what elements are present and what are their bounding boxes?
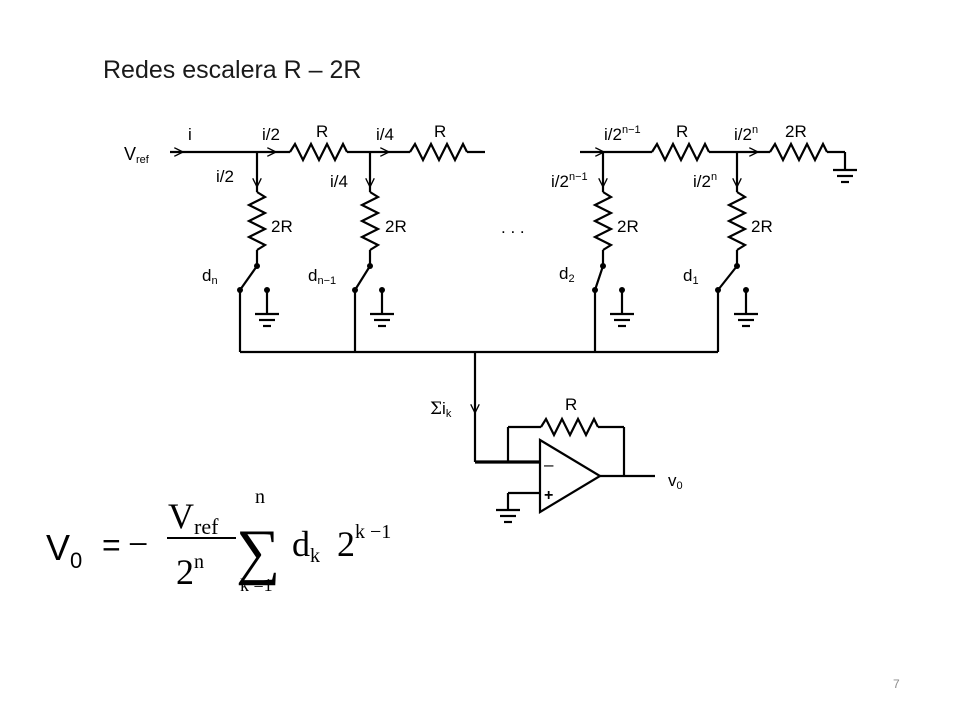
- current-arrows: [170, 152, 757, 412]
- resistor-R-2: [409, 141, 468, 163]
- resistor-2R-4-label: 2R: [751, 217, 773, 236]
- resistor-2R-termination: [769, 141, 828, 163]
- switch-dn: [239, 265, 258, 291]
- resistor-2R-2-label: 2R: [385, 217, 407, 236]
- switch-dn1-label: dn−1: [308, 266, 336, 287]
- resistor-R-1-label: R: [316, 122, 328, 141]
- current-i4-top-label: i/4: [376, 125, 394, 144]
- current-2n-branch-label: i/2n: [693, 171, 717, 191]
- equation-denominator: 2n: [176, 551, 204, 592]
- switch-dn-label: dn: [202, 266, 218, 287]
- sum-lower-limit: k =1: [240, 575, 273, 595]
- resistor-2R-2: [359, 191, 381, 251]
- current-i2-top-label: i/2: [262, 125, 280, 144]
- vref-label: Vref: [124, 144, 150, 166]
- resistor-2R-4: [726, 191, 748, 251]
- ellipsis-label: . . .: [501, 218, 525, 237]
- slide-title: Redes escalera R – 2R: [103, 56, 362, 84]
- switch-d1-label: d1: [683, 266, 699, 287]
- switch-d2-label: d2: [559, 264, 575, 285]
- resistor-R-3: [651, 141, 710, 163]
- circuit-wires: [170, 141, 857, 524]
- sum-upper-limit: n: [255, 486, 265, 508]
- equation-minus: −: [128, 524, 148, 564]
- current-2n1-branch-label: i/2n−1: [551, 171, 588, 191]
- equation-term-dk: dk: [292, 524, 320, 567]
- equation-numerator: Vref: [168, 496, 219, 539]
- switch-dn1: [354, 265, 371, 291]
- current-i-label: i: [188, 125, 192, 144]
- opamp-minus-label: –: [544, 455, 554, 474]
- current-2n-top-label: i/2n: [734, 124, 758, 144]
- resistor-R-2-label: R: [434, 122, 446, 141]
- page-number: 7: [893, 677, 900, 691]
- equation-term-power: 2k −1: [337, 521, 391, 564]
- resistor-2R-termination-label: 2R: [785, 122, 807, 141]
- feedback-R-label: R: [565, 395, 577, 414]
- circuit-nodes: [237, 263, 749, 293]
- resistor-feedback-R: [540, 416, 599, 438]
- resistor-R-3-label: R: [676, 122, 688, 141]
- current-i2-branch-label: i/2: [216, 167, 234, 186]
- output-v0-label: v0: [668, 471, 683, 492]
- equation-lhs: V0: [46, 527, 82, 573]
- switch-d2: [593, 265, 605, 291]
- resistor-2R-3: [592, 191, 614, 251]
- resistor-2R-3-label: 2R: [617, 217, 639, 236]
- switch-d1: [717, 265, 738, 291]
- sum-ik-label: Σik: [430, 399, 452, 420]
- current-2n1-top-label: i/2n−1: [604, 124, 641, 144]
- dac-output-equation: V0 = − Vref 2n n ∑ k =1 dk 2k −1: [46, 486, 391, 595]
- op-amp: [538, 438, 603, 514]
- opamp-plus-label: +: [544, 487, 553, 504]
- resistor-2R-1: [246, 191, 268, 251]
- summation-symbol: ∑: [236, 518, 280, 586]
- circuit-labels: Vref i i/2 R i/4 R i/2 i/4 2R 2R . . . i…: [124, 122, 807, 504]
- equation-equals: =: [102, 527, 121, 563]
- resistor-R-1: [289, 141, 348, 163]
- current-i4-branch-label: i/4: [330, 172, 348, 191]
- resistor-2R-1-label: 2R: [271, 217, 293, 236]
